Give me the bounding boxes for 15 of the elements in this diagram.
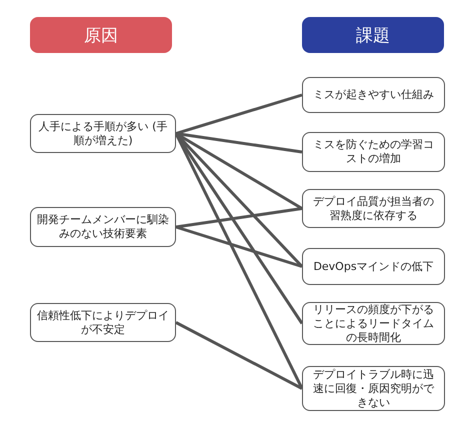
issue-box: ミスが起きやすい仕組み — [302, 77, 445, 113]
connector-line — [175, 321, 303, 390]
header-band: 原因 — [30, 17, 172, 53]
header-band: 課題 — [302, 17, 444, 53]
connector-line — [176, 94, 302, 135]
issue-box: デプロイトラブル時に迅速に回復・原因究明ができない — [302, 366, 445, 411]
connector-line — [176, 226, 302, 268]
issue-box: DevOpsマインドの低下 — [302, 248, 445, 285]
cause-box: 人手による手順が多い (手順が増えた) — [30, 114, 176, 153]
issue-box: デプロイ品質が担当者の習熟度に依存する — [302, 189, 445, 228]
cause-box: 開発チームメンバーに馴染みのない技術要素 — [30, 207, 176, 247]
issue-box: ミスを防ぐための学習コストの増加 — [302, 132, 445, 172]
connector-line — [176, 207, 302, 228]
cause-box: 信頼性低下によりデプロイが不安定 — [30, 303, 176, 342]
issue-box: リリースの頻度が下がることによるリードタイムの長時間化 — [302, 302, 445, 345]
